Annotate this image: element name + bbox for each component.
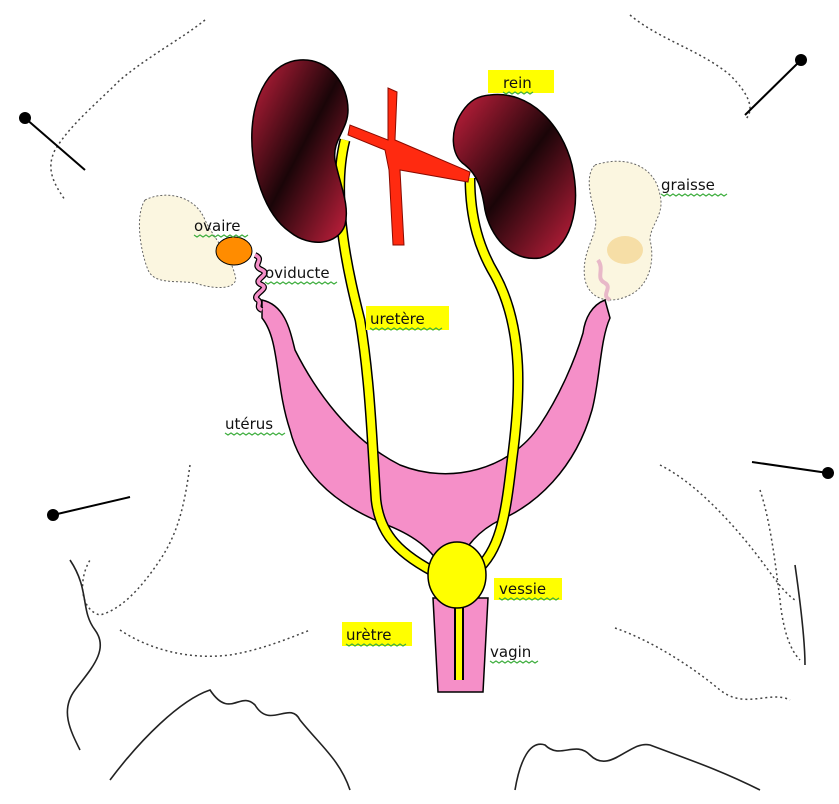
pin-bottom-right xyxy=(752,462,834,479)
label-uretre: urètre xyxy=(346,626,392,644)
label-uterus: utérus xyxy=(225,415,273,433)
label-graisse: graisse xyxy=(661,176,715,194)
label-ovaire: ovaire xyxy=(194,217,240,235)
bladder xyxy=(428,542,486,608)
fat-right xyxy=(584,161,661,300)
kidney-left xyxy=(252,60,348,242)
body-outline-dotted xyxy=(51,15,800,700)
pin-bottom-left xyxy=(47,497,130,521)
label-vessie: vessie xyxy=(499,580,546,598)
label-rein: rein xyxy=(503,74,532,92)
pin-top-right xyxy=(745,54,807,115)
uterus xyxy=(262,300,610,570)
label-oviducte: oviducte xyxy=(265,264,330,282)
ovary-left xyxy=(216,237,252,265)
label-vagin: vagin xyxy=(490,643,531,661)
renal-artery xyxy=(348,88,470,245)
ovary-right-faint xyxy=(607,236,643,264)
label-uretere: uretère xyxy=(370,310,425,328)
